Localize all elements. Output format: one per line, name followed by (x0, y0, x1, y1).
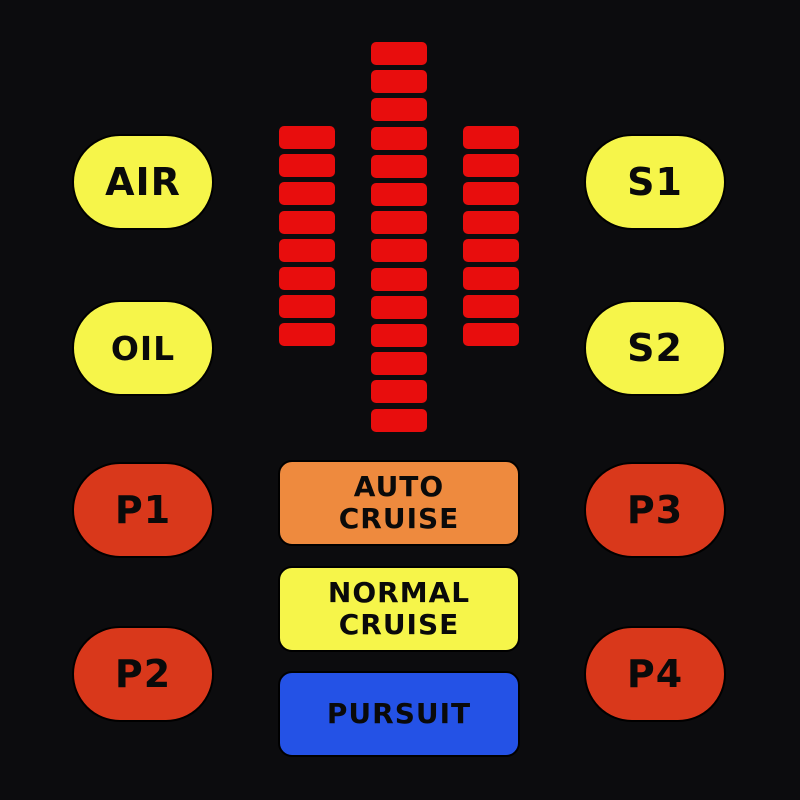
modulator-segment (371, 211, 427, 235)
modulator-segment (279, 323, 335, 347)
modulator-segment (279, 295, 335, 319)
modulator-segment (463, 295, 519, 319)
modulator-segment (371, 295, 427, 319)
modulator-segment (371, 380, 427, 404)
modulator-segment (371, 324, 427, 347)
oil-label: OIL (110, 328, 176, 368)
p1-label: P1 (114, 488, 172, 532)
s1-button[interactable]: S1 (584, 134, 726, 230)
p3-label: P3 (626, 488, 684, 532)
pursuit-button[interactable]: PURSUIT (278, 671, 520, 757)
modulator-segment (371, 154, 427, 178)
modulator-segment (371, 267, 427, 291)
modulator-segment (371, 183, 427, 206)
modulator-segment (371, 352, 427, 376)
modulator-segment (371, 70, 427, 94)
modulator-segment (371, 408, 427, 432)
modulator-segment (463, 154, 519, 178)
normal-cruise-button[interactable]: NORMAL CRUISE (278, 566, 520, 652)
modulator-segment (279, 154, 335, 178)
modulator-segment (463, 126, 519, 149)
oil-button[interactable]: OIL (72, 300, 214, 396)
pursuit-label: PURSUIT (326, 697, 472, 730)
s2-button[interactable]: S2 (584, 300, 726, 396)
s2-label: S2 (627, 326, 683, 370)
modulator-segment (371, 42, 427, 65)
normal-cruise-line1: NORMAL (327, 576, 471, 609)
p1-button[interactable]: P1 (72, 462, 214, 558)
modulator-segment (463, 210, 519, 234)
modulator-segment (279, 126, 335, 149)
p2-label: P2 (114, 652, 172, 696)
normal-cruise-line2: CRUISE (338, 608, 460, 641)
modulator-segment (279, 182, 335, 206)
normal-cruise-label: NORMAL CRUISE (328, 577, 470, 641)
modulator-segment (279, 267, 335, 290)
p3-button[interactable]: P3 (584, 462, 726, 558)
modulator-segment (463, 238, 519, 262)
modulator-segment (463, 267, 519, 290)
modulator-segment (463, 182, 519, 206)
auto-cruise-button[interactable]: AUTO CRUISE (278, 460, 520, 546)
p4-button[interactable]: P4 (584, 626, 726, 722)
p2-button[interactable]: P2 (72, 626, 214, 722)
p4-label: P4 (626, 652, 684, 696)
auto-cruise-label: AUTO CRUISE (339, 471, 460, 535)
modulator-segment (371, 126, 427, 150)
modulator-segment (463, 323, 519, 347)
air-button[interactable]: AIR (72, 134, 214, 230)
air-label: AIR (105, 160, 181, 204)
modulator-segment (279, 238, 335, 262)
auto-cruise-line2: CRUISE (338, 502, 460, 535)
s1-label: S1 (627, 160, 683, 204)
modulator-segment (371, 98, 427, 122)
auto-cruise-line1: AUTO (353, 470, 445, 503)
modulator-segment (279, 210, 335, 234)
modulator-segment (371, 239, 427, 263)
